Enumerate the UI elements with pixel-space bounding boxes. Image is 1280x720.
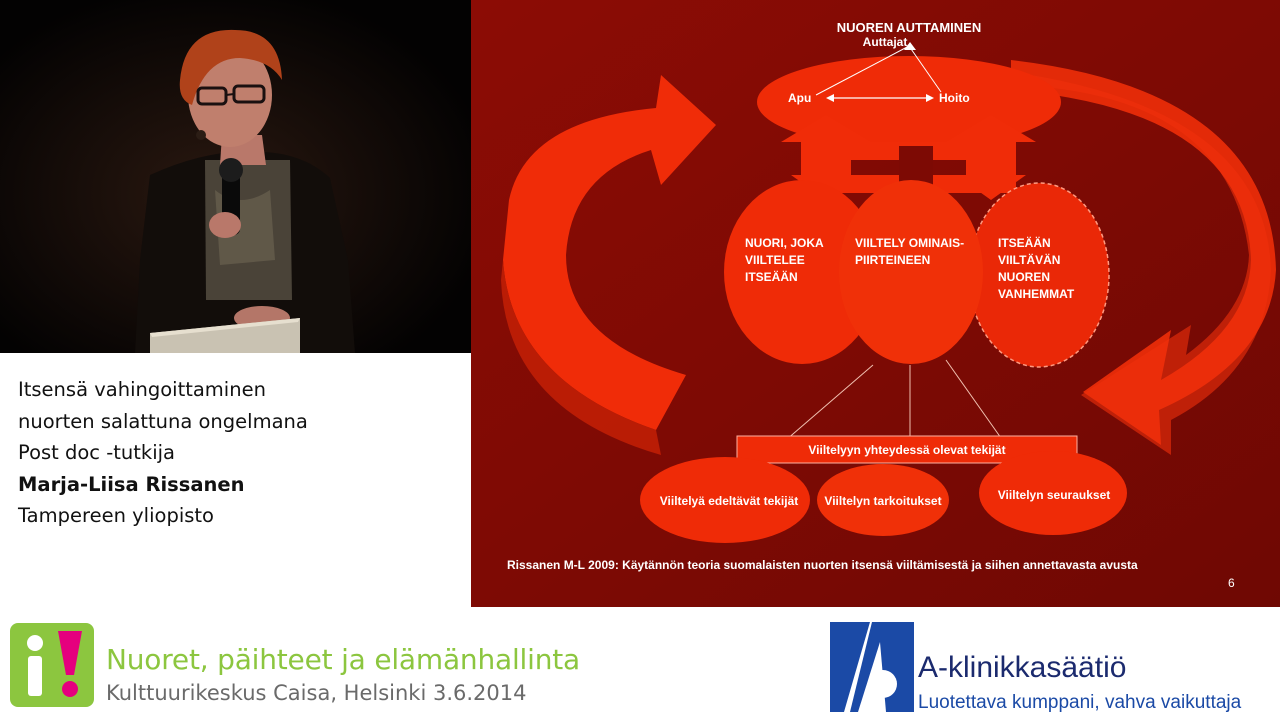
factor-3-text: Viiltelyn seuraukset	[998, 488, 1111, 502]
right-cycle-arrow-body	[1016, 75, 1271, 455]
factor-1-text: Viiltelyä edeltävät tekijät	[660, 494, 799, 508]
slide-reference: Rissanen M-L 2009: Käytännön teoria suom…	[507, 558, 1138, 572]
left-cycle-arrow	[503, 75, 716, 430]
slide-title: NUOREN AUTTAMINEN	[837, 20, 981, 35]
speaker-affiliation: Tampereen yliopisto	[18, 504, 214, 527]
center-ellipse-text: VIILTELY OMINAIS- PIIRTEINEEN	[855, 236, 967, 267]
org-tagline: Luotettava kumppani, vahva vaikuttaja	[918, 692, 1242, 713]
talk-title-line1: Itsensä vahingoittaminen	[18, 378, 266, 401]
event-title: Nuoret, päihteet ja elämänhallinta	[106, 643, 580, 676]
left-ellipse	[724, 180, 880, 364]
left-ellipse-text: NUORI, JOKA VIILTELEE ITSEÄÄN	[745, 236, 827, 284]
slide-page-number: 6	[1228, 576, 1235, 590]
org-name: A-klinikkasäätiö	[918, 651, 1127, 684]
speaker-role: Post doc -tutkija	[18, 441, 175, 464]
speaker-caption: Itsensä vahingoittaminen nuorten salattu…	[18, 374, 458, 532]
speaker-video	[0, 0, 471, 353]
hoito-label: Hoito	[939, 91, 970, 105]
factor-2-text: Viiltelyn tarkoitukset	[824, 494, 941, 508]
factors-box-text: Viiltelyyn yhteydessä olevat tekijät	[808, 443, 1005, 457]
factor-ellipse-3	[979, 451, 1127, 535]
factor-ellipse-2	[817, 464, 949, 536]
speaker-name: Marja-Liisa Rissanen	[18, 472, 245, 496]
a-klinikka-logo	[828, 622, 914, 717]
event-logo-text: i!	[10, 623, 11, 624]
event-logo: i!	[10, 623, 94, 712]
apu-label: Apu	[788, 91, 811, 105]
footer-banner: i! Nuoret, päihteet ja elämänhallinta Ku…	[0, 607, 1280, 720]
right-ellipse-text: ITSEÄÄN VIILTÄVÄN NUOREN VANHEMMAT	[998, 235, 1075, 301]
left-cycle-arrow-side	[501, 260, 661, 455]
presentation-slide: NUOREN AUTTAMINEN Auttajat Apu Hoito NUO…	[471, 0, 1280, 607]
factor-ellipse-1	[640, 457, 810, 543]
slide-subtitle: Auttajat	[863, 35, 908, 49]
talk-title-line2: nuorten salattuna ongelmana	[18, 409, 308, 433]
event-place: Kulttuurikeskus Caisa, Helsinki 3.6.2014	[106, 681, 527, 705]
center-ellipse	[839, 180, 983, 364]
